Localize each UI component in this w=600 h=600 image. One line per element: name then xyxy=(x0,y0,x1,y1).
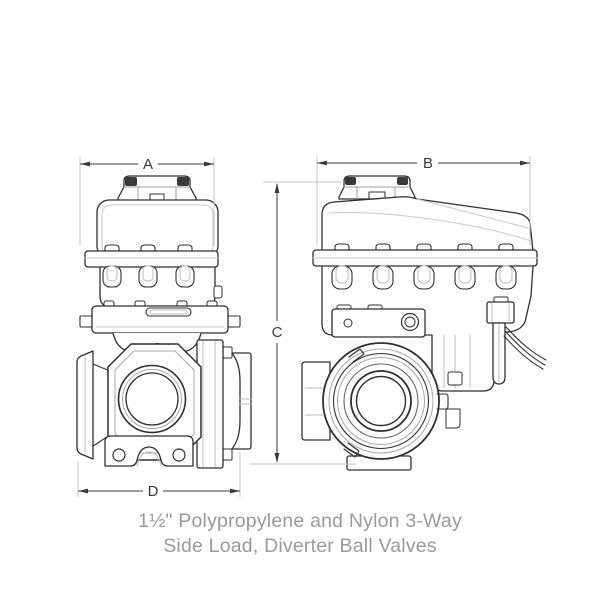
front-actuator-housing xyxy=(96,199,219,259)
dimension-c: C xyxy=(272,183,283,463)
caption-line-1: 1½" Polypropylene and Nylon 3-Way xyxy=(138,510,462,532)
dimension-b: B xyxy=(317,155,530,172)
cable-gland xyxy=(486,296,515,385)
dimension-a-label: A xyxy=(143,156,153,173)
front-mounting-bracket xyxy=(79,300,241,334)
dimension-c-label: C xyxy=(272,324,283,341)
dimension-b-label: B xyxy=(423,155,433,172)
side-actuator-cap xyxy=(338,175,416,200)
side-mounting-bracket xyxy=(331,304,426,338)
side-actuator-flange xyxy=(312,243,538,392)
front-view-drawing xyxy=(76,175,252,469)
side-actuator-housing xyxy=(321,196,534,252)
dimension-d: D xyxy=(78,483,240,500)
side-right-tabs xyxy=(445,371,463,429)
dimension-a: A xyxy=(80,156,214,173)
caption-line-2: Side Load, Diverter Ball Valves xyxy=(163,535,437,557)
power-cable xyxy=(503,325,547,370)
extension-lines xyxy=(77,156,531,497)
front-actuator-flange xyxy=(84,244,223,308)
figure-caption: 1½" Polypropylene and Nylon 3-Way Side L… xyxy=(0,509,600,559)
front-actuator-cap xyxy=(117,175,197,202)
front-left-flange xyxy=(76,350,111,460)
side-view-drawing xyxy=(301,175,547,471)
dimension-d-label: D xyxy=(148,483,159,500)
front-mounting-feet xyxy=(104,435,194,467)
side-union-nut-face xyxy=(322,342,449,460)
front-valve-body xyxy=(107,343,202,461)
front-union-nut xyxy=(196,339,252,469)
